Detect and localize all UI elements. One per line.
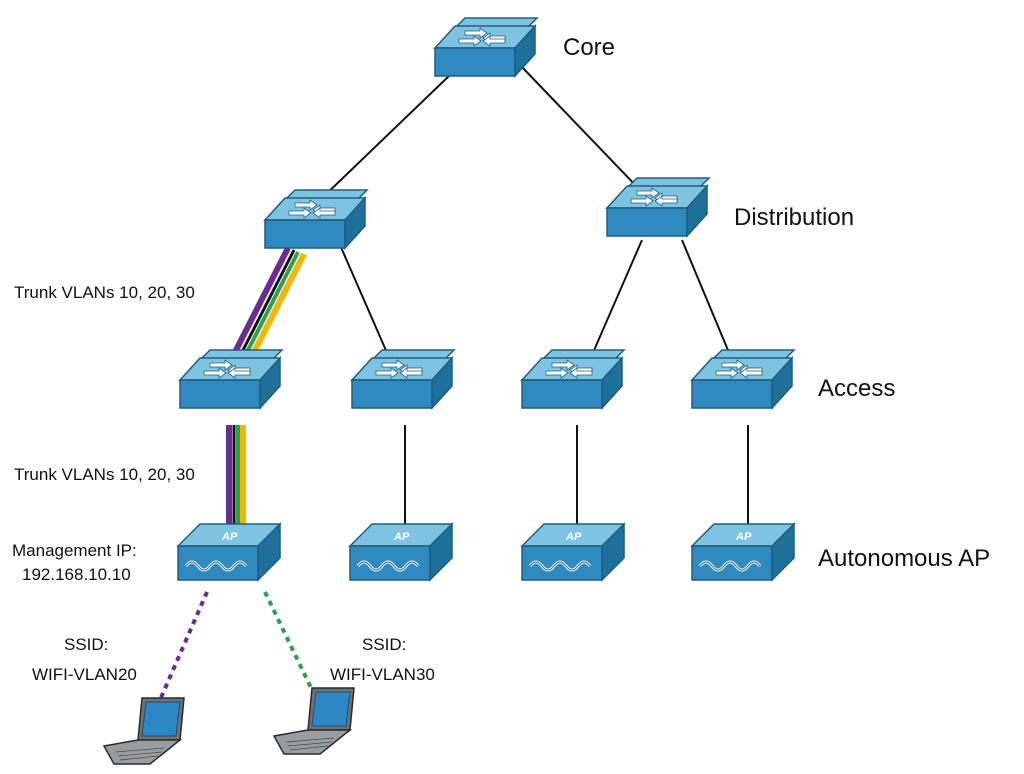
trunk-access-ap — [226, 425, 246, 528]
trunk-vlan-black-line — [236, 249, 296, 361]
ap-1-text: AP — [221, 531, 238, 543]
trunk-vlan30-line — [240, 251, 300, 363]
management-ip-label: Management IP: — [12, 541, 137, 560]
ap-4-text: AP — [735, 531, 752, 543]
wireless-link-vlan30 — [263, 591, 314, 691]
tier-label-access: Access — [818, 375, 895, 402]
ap-3-text: AP — [565, 531, 582, 543]
distribution-switch-left-icon — [264, 189, 368, 249]
link-core-distribution-left — [319, 74, 451, 201]
link-distribution-access-4 — [681, 239, 731, 356]
tier-label-autonomous-ap: Autonomous AP — [818, 545, 990, 572]
access-switch-3-icon — [521, 349, 625, 409]
ssid-left-value: WIFI-VLAN20 — [32, 665, 137, 684]
link-distribution-access-2 — [339, 244, 389, 356]
access-point-3-icon: AP — [520, 522, 626, 582]
access-switch-4-icon — [691, 349, 795, 409]
link-core-distribution-right — [519, 64, 641, 191]
trunk-distribution-access — [229, 246, 307, 366]
access-point-4-icon: AP — [690, 522, 796, 582]
links — [319, 64, 749, 525]
tier-label-distribution: Distribution — [734, 204, 854, 231]
trunk-vlan10-line — [245, 252, 307, 366]
access-switch-2-icon — [351, 349, 455, 409]
distribution-switch-right-icon — [606, 177, 710, 237]
core-switch-icon — [434, 17, 538, 77]
ap-2-text: AP — [393, 531, 410, 543]
wireless-link-vlan20 — [158, 591, 209, 701]
laptop-right-icon — [273, 687, 355, 755]
tier-label-core: Core — [563, 34, 615, 61]
management-ip-value: 192.168.10.10 — [22, 565, 131, 584]
link-distribution-access-3 — [591, 239, 643, 356]
ssid-right-value: WIFI-VLAN30 — [330, 665, 435, 684]
laptop-left-icon — [103, 697, 185, 765]
ssid-left-label: SSID: — [64, 635, 108, 654]
trunk-label-upper: Trunk VLANs 10, 20, 30 — [14, 283, 195, 302]
access-point-2-icon: AP — [348, 522, 454, 582]
access-point-1-icon: AP — [176, 522, 282, 582]
access-switch-1-icon — [179, 349, 283, 409]
trunk-vlan20-line — [229, 246, 291, 360]
ssid-right-label: SSID: — [362, 635, 406, 654]
trunk-label-lower: Trunk VLANs 10, 20, 30 — [14, 465, 195, 484]
